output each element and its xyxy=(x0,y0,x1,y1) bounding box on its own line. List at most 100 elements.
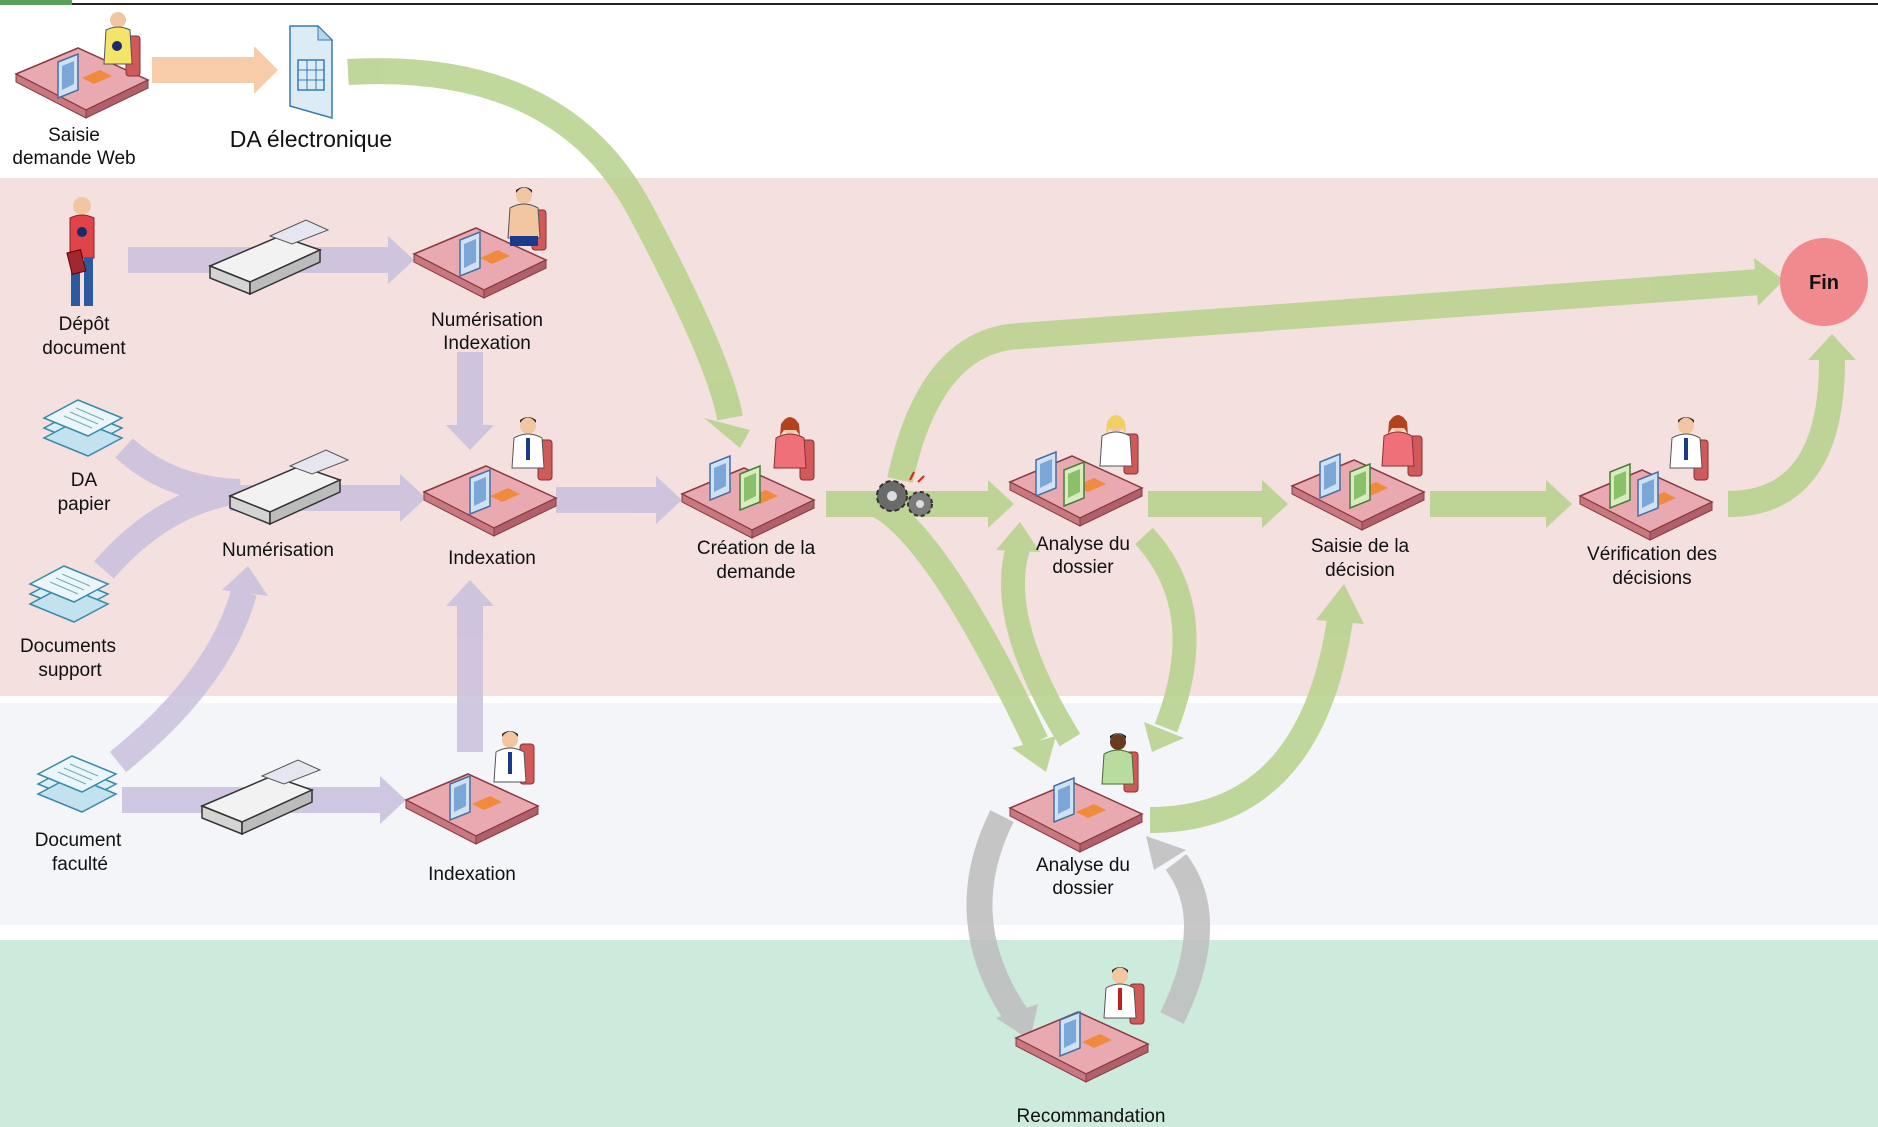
node-indexation-bottom: Indexation xyxy=(405,730,539,885)
node-document-faculte: Document faculté xyxy=(35,755,122,875)
arrow-da-to-creation xyxy=(347,58,743,421)
label-faculte-1: Document xyxy=(35,830,122,851)
arrow-verif-to-fin xyxy=(1727,359,1845,517)
arrow-depot-head xyxy=(388,236,414,284)
label-depot-1: Dépôt xyxy=(59,314,110,335)
label-docsupport-1: Documents xyxy=(20,636,116,657)
arrow-faculte-num-head xyxy=(222,566,268,596)
arrow-da-creation-head xyxy=(704,418,750,448)
arrow-num-head xyxy=(400,474,426,522)
node-depot-document: Dépôt document xyxy=(42,197,126,359)
label-numerisation: Numérisation xyxy=(222,540,334,561)
label-numidx-2: Indexation xyxy=(443,333,531,354)
node-recommandation: Recommandation xyxy=(1015,967,1166,1127)
person-icon xyxy=(773,417,807,469)
monitor-icon xyxy=(1035,451,1057,497)
label-analyse2-1: Analyse du xyxy=(1036,855,1130,876)
person-icon xyxy=(507,187,541,246)
lane-comite xyxy=(0,940,1878,1127)
monitor-icon xyxy=(1637,471,1659,517)
label-docsupport-2: support xyxy=(38,660,102,681)
label-saisie-web-1: Saisie xyxy=(48,125,100,146)
arrow-fin-head xyxy=(1754,258,1784,306)
node-numerisation: Numérisation xyxy=(222,449,349,561)
arrow-recommandation-to-analyse2 xyxy=(1160,854,1210,1024)
person-with-bag-icon xyxy=(66,197,95,306)
label-analyse1-2: dossier xyxy=(1052,557,1114,578)
label-saisie-decision-1: Saisie de la xyxy=(1311,536,1410,557)
label-indexation-bottom: Indexation xyxy=(428,864,516,885)
monitor-icon xyxy=(469,469,491,515)
label-creation-2: demande xyxy=(716,562,795,583)
label-da-electronique: DA électronique xyxy=(230,126,392,152)
corner-tab xyxy=(0,0,72,5)
arrow-saisie-head xyxy=(1546,480,1572,528)
monitor-icon xyxy=(57,53,79,99)
label-dapapier-2: papier xyxy=(58,494,111,515)
monitor-icon xyxy=(1609,462,1631,510)
monitor-icon xyxy=(449,775,471,821)
node-analyse-dossier-1: Analyse du dossier xyxy=(1009,415,1143,578)
monitor-icon xyxy=(459,231,481,277)
label-indexation-mid: Indexation xyxy=(448,548,536,569)
monitor-icon xyxy=(1053,777,1075,823)
arrow-numidx-head xyxy=(446,425,494,450)
arrow-to-recommandation-head xyxy=(996,1004,1038,1040)
person-icon xyxy=(1381,415,1415,467)
label-verification-2: décisions xyxy=(1612,568,1691,589)
arrow-from-recommandation-head xyxy=(1146,836,1186,870)
label-analyse1-1: Analyse du xyxy=(1036,534,1130,555)
label-verification-1: Vérification des xyxy=(1587,544,1717,565)
arrow-gears-to-analyse2 xyxy=(873,494,1048,748)
end-circle xyxy=(1780,238,1868,326)
person-icon xyxy=(1099,415,1133,467)
node-documents-support: Documents support xyxy=(20,565,116,681)
label-saisie-web-2: demande Web xyxy=(12,148,135,169)
node-fin: Fin xyxy=(1780,238,1868,326)
node-saisie-decision: Saisie de la décision xyxy=(1291,415,1425,581)
label-analyse2-2: dossier xyxy=(1052,878,1114,899)
arrow-analyse2-to-analyse1 xyxy=(1001,544,1081,747)
node-da-papier: DA papier xyxy=(43,399,123,515)
node-creation-demande: Création de la demande xyxy=(681,417,816,583)
arrow-analyse2-to-saisie xyxy=(1149,618,1353,833)
spreadsheet-document-icon xyxy=(289,24,334,119)
arrow-idx-creation-head xyxy=(656,476,682,524)
monitor-icon xyxy=(1319,453,1341,499)
arrow-verif-fin-head xyxy=(1808,334,1856,360)
arrow-creation-head xyxy=(988,480,1014,528)
label-creation-1: Création de la xyxy=(697,538,816,559)
arrow-faculte-head xyxy=(380,776,406,824)
arrow-analyse1-to-analyse2 xyxy=(1134,527,1197,733)
arrow-idxbottom-head xyxy=(446,580,494,606)
person-icon xyxy=(1103,967,1137,1019)
arrow-faculte-to-num xyxy=(109,588,257,773)
monitor-icon xyxy=(1059,1011,1081,1057)
label-recommandation: Recommandation xyxy=(1017,1106,1166,1127)
gears-icon xyxy=(876,471,933,517)
label-depot-2: document xyxy=(42,338,126,359)
label-dapapier-1: DA xyxy=(71,470,98,491)
lane-faculte xyxy=(0,703,1878,925)
label-saisie-decision-2: décision xyxy=(1325,560,1395,581)
monitor-icon xyxy=(1063,460,1085,508)
arrow-a1-a2-head xyxy=(1144,722,1184,752)
arrow-a2-saisie-head xyxy=(1316,584,1364,624)
node-da-electronique: DA électronique xyxy=(230,24,392,152)
node-indexation-mid: Indexation xyxy=(423,416,557,569)
monitor-icon xyxy=(709,455,731,501)
arrow-analyse2-to-recommandation xyxy=(966,810,1029,1026)
arrow-docsupport-to-num xyxy=(94,479,235,579)
arrow-web-to-da-head xyxy=(254,46,278,94)
node-saisie-web: Saisie demande Web xyxy=(12,12,149,169)
label-fin: Fin xyxy=(1809,272,1839,294)
arrow-analyse1-head xyxy=(1262,480,1288,528)
monitor-icon xyxy=(739,464,761,512)
person-icon xyxy=(1101,733,1135,785)
label-numidx-1: Numérisation xyxy=(431,310,543,331)
arrow-analyse2-head xyxy=(1012,736,1056,772)
node-verification: Vérification des décisions xyxy=(1579,416,1717,589)
monitor-icon xyxy=(1349,462,1371,510)
node-numerisation-indexation: Numérisation Indexation xyxy=(413,187,547,354)
